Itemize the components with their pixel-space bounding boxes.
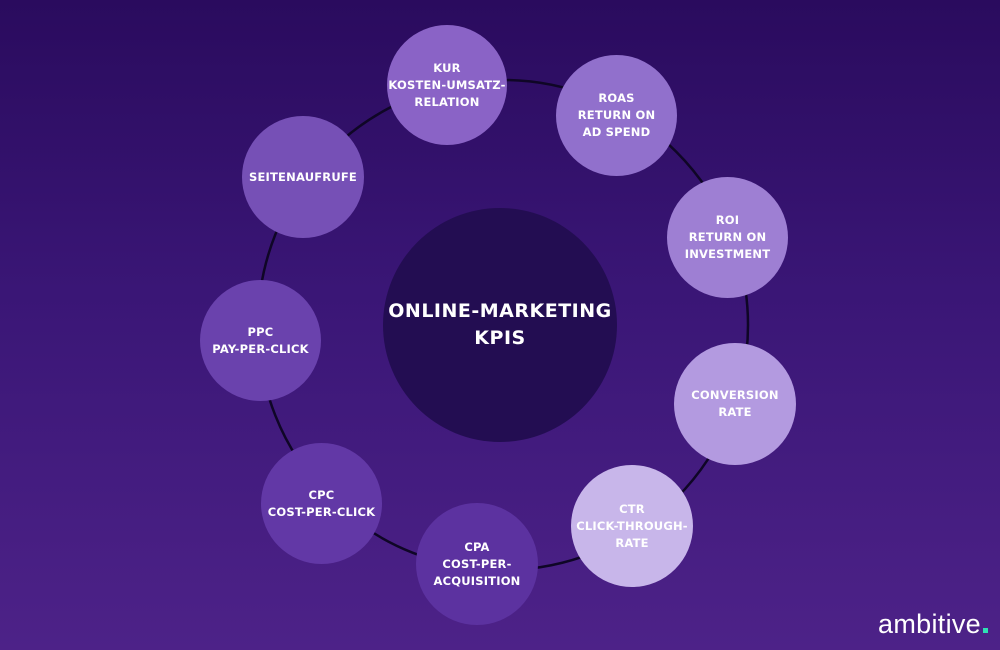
node-label: ACQUISITION: [433, 573, 521, 588]
logo-dot-icon: [983, 628, 988, 633]
node-cpc: CPC COST-PER-CLICK: [261, 443, 382, 564]
node-ppc: PPC PAY-PER-CLICK: [200, 280, 321, 401]
node-label: RELATION: [414, 94, 480, 109]
node-label: AD SPEND: [582, 125, 651, 139]
node-roas: ROAS RETURN ON AD SPEND: [556, 55, 677, 176]
center-node: ONLINE-MARKETING KPIS: [383, 208, 617, 442]
center-title-line1: ONLINE-MARKETING: [388, 300, 612, 322]
node-label: RETURN ON: [577, 108, 656, 122]
node-label: COST-PER-CLICK: [267, 504, 376, 519]
node-seitenaufrufe: SEITENAUFRUFE: [242, 116, 364, 238]
node-label: CPA: [464, 539, 490, 554]
logo-text: ambitive: [878, 609, 981, 639]
ambitive-logo: ambitive: [878, 609, 988, 640]
node-label: COST-PER-: [442, 556, 512, 571]
node-label: RATE: [718, 405, 752, 419]
node-label: RETURN ON: [688, 230, 767, 244]
node-label: CTR: [619, 501, 645, 516]
node-label: SEITENAUFRUFE: [249, 169, 357, 184]
node-label: PAY-PER-CLICK: [212, 341, 309, 356]
node-kur: KUR KOSTEN-UMSATZ- RELATION: [387, 25, 507, 145]
center-title-line2: KPIS: [474, 327, 526, 349]
node-label: PPC: [247, 324, 274, 339]
node-conversion-rate: CONVERSION RATE: [674, 343, 796, 465]
node-label: INVESTMENT: [684, 247, 771, 261]
node-label: CONVERSION: [691, 388, 779, 402]
node-label: KUR: [433, 60, 461, 75]
node-label: CPC: [308, 487, 335, 502]
node-label: ROI: [715, 213, 740, 227]
node-label: KOSTEN-UMSATZ-: [388, 77, 506, 92]
node-label: RATE: [615, 535, 649, 550]
node-ctr: CTR CLICK-THROUGH- RATE: [571, 465, 693, 587]
node-cpa: CPA COST-PER- ACQUISITION: [416, 503, 538, 625]
node-label: CLICK-THROUGH-: [576, 518, 688, 533]
node-label: ROAS: [598, 91, 635, 105]
node-roi: ROI RETURN ON INVESTMENT: [667, 177, 788, 298]
